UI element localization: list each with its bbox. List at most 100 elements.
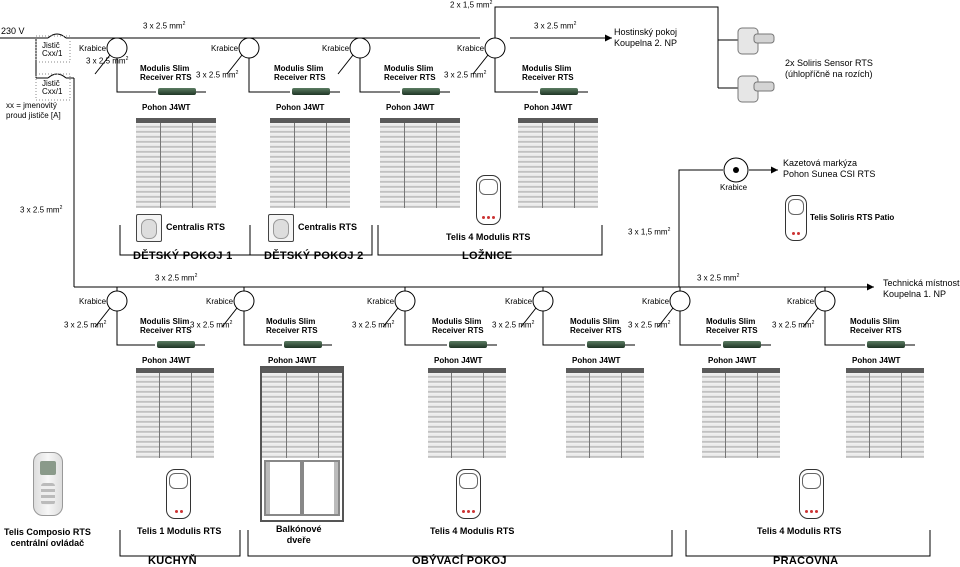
cable-spec-label: 3 x 2.5 mm2	[352, 320, 395, 330]
junction-box-label: Krabice	[206, 297, 234, 306]
junction-box-label: Krabice	[457, 44, 485, 53]
motor-icon	[449, 341, 487, 348]
cable-spec-label: 3 x 1,5 mm2	[628, 227, 671, 237]
junction-box	[106, 290, 128, 312]
room-kid2: DĚTSKÝ POKOJ 2	[264, 250, 364, 262]
supply-voltage: 230 V	[1, 26, 25, 36]
cable-spec-label: 3 x 2.5 mm2	[143, 21, 186, 31]
motor-label: Pohon J4WT	[142, 356, 191, 365]
centralis-label-2: Centralis RTS	[298, 222, 358, 232]
venetian-blind	[566, 368, 644, 458]
venetian-blind	[380, 118, 460, 208]
motor-label: Pohon J4WT	[524, 103, 573, 112]
motor-label: Pohon J4WT	[434, 356, 483, 365]
cable-spec-label: 3 x 2.5 mm2	[20, 205, 63, 215]
soliris-patio-remote-icon	[785, 195, 807, 241]
telis4-remote-icon	[476, 175, 501, 225]
telis4-label-study: Telis 4 Modulis RTS	[757, 526, 842, 536]
cable-spec-label: 3 x 2.5 mm2	[196, 70, 239, 80]
balcony-door-panes	[264, 460, 340, 516]
telis4-label-bedroom: Telis 4 Modulis RTS	[446, 232, 531, 242]
cable-spec-label: 3 x 2.5 mm2	[534, 21, 577, 31]
cable-spec-label: 3 x 2.5 mm2	[492, 320, 535, 330]
junction-box	[484, 37, 506, 59]
cable-spec-label: 3 x 2.5 mm2	[86, 56, 129, 66]
room-kitchen: KUCHYŇ	[148, 555, 197, 567]
balcony-door-blind	[262, 368, 342, 458]
junction-box-label: Krabice	[322, 44, 350, 53]
room-bedroom: LOŽNICE	[462, 250, 513, 262]
cable-spec-label: 3 x 2.5 mm2	[772, 320, 815, 330]
junction-box	[532, 290, 554, 312]
junction-box	[669, 290, 691, 312]
junction-box	[349, 37, 371, 59]
motor-label: Pohon J4WT	[268, 356, 317, 365]
centralis-switch-icon	[136, 214, 162, 242]
motor-icon	[867, 341, 905, 348]
motor-label: Pohon J4WT	[276, 103, 325, 112]
venetian-blind	[846, 368, 924, 458]
awning-box-label: Krabice	[720, 183, 748, 192]
dest-sensors: 2x Soliris Sensor RTS(úhlopříčně na rozí…	[785, 58, 873, 79]
junction-box-label: Krabice	[367, 297, 395, 306]
junction-box	[233, 290, 255, 312]
junction-box-label: Krabice	[79, 297, 107, 306]
room-study: PRACOVNA	[773, 555, 839, 567]
motor-icon	[157, 341, 195, 348]
venetian-blind	[702, 368, 780, 458]
cable-spec-label: 3 x 2.5 mm2	[190, 320, 233, 330]
cable-spec-label: 3 x 2.5 mm2	[697, 273, 740, 283]
motor-label: Pohon J4WT	[386, 103, 435, 112]
venetian-blind	[428, 368, 506, 458]
junction-box	[814, 290, 836, 312]
motor-icon	[540, 88, 578, 95]
cable-spec-label: 2 x 1,5 mm2	[450, 0, 493, 10]
centralis-switch-icon	[268, 214, 294, 242]
cable-spec-label: 3 x 2.5 mm2	[155, 273, 198, 283]
junction-box	[106, 37, 128, 59]
motor-label: Pohon J4WT	[852, 356, 901, 365]
junction-box-label: Krabice	[787, 297, 815, 306]
telis1-label: Telis 1 Modulis RTS	[137, 526, 222, 536]
awning-junction-box	[723, 157, 749, 183]
venetian-blind	[518, 118, 598, 208]
motor-icon	[284, 341, 322, 348]
room-kid1: DĚTSKÝ POKOJ 1	[133, 250, 233, 262]
telis4-remote-icon	[456, 469, 481, 519]
motor-label: Pohon J4WT	[142, 103, 191, 112]
venetian-blind	[136, 118, 216, 208]
motor-icon	[587, 341, 625, 348]
venetian-blind	[136, 368, 214, 458]
motor-icon	[158, 88, 196, 95]
cable-spec-label: 3 x 2.5 mm2	[444, 70, 487, 80]
motor-label: Pohon J4WT	[572, 356, 621, 365]
telis4-remote-icon	[799, 469, 824, 519]
junction-box-label: Krabice	[505, 297, 533, 306]
motor-icon	[402, 88, 440, 95]
telis4-label-living: Telis 4 Modulis RTS	[430, 526, 515, 536]
junction-box-label: Krabice	[642, 297, 670, 306]
cable-spec-label: 3 x 2.5 mm2	[628, 320, 671, 330]
cable-spec-label: 3 x 2.5 mm2	[64, 320, 107, 330]
room-living: OBÝVACÍ POKOJ	[412, 555, 507, 567]
composio-remote-icon	[33, 452, 63, 516]
venetian-blind	[270, 118, 350, 208]
motor-icon	[292, 88, 330, 95]
